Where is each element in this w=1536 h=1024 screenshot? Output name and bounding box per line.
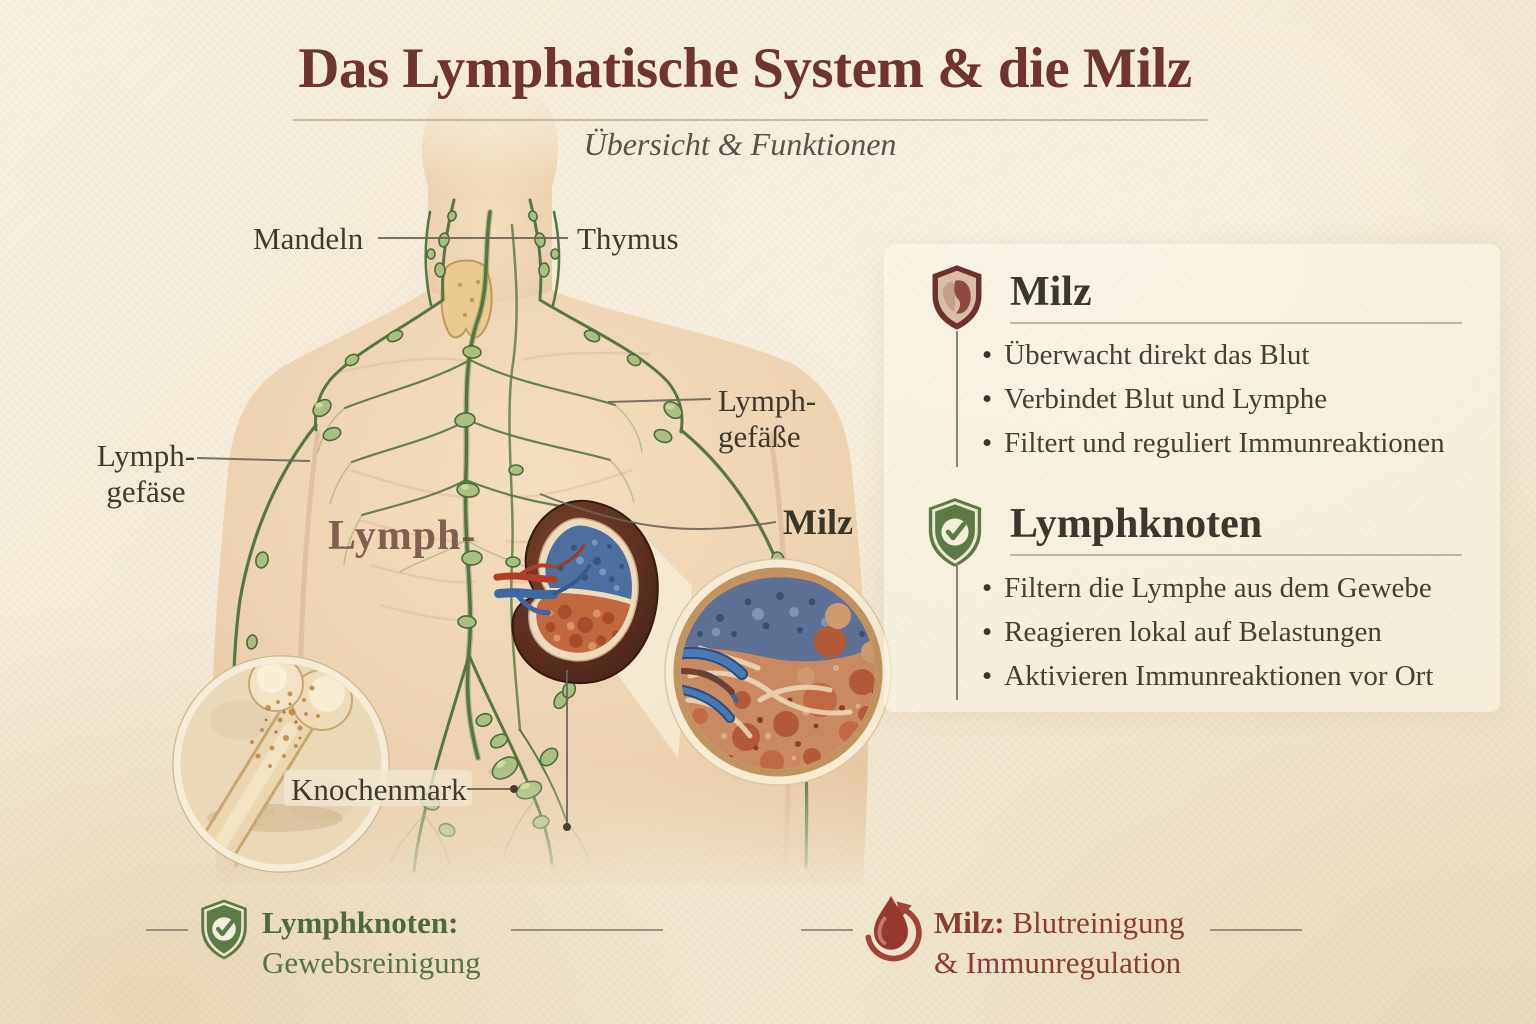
label-thymus: Thymus [577, 221, 679, 256]
leader-dot [510, 785, 518, 793]
bullet-item: Verbindet Blut und Lymphe [982, 377, 1445, 421]
label-lymph-ghost: Lymph- [328, 513, 477, 559]
footer-divider [1210, 929, 1302, 931]
footer-left-caption: Lymphknoten: Gewebsreinigung [262, 903, 481, 983]
bone-marrow-inset [172, 655, 390, 873]
footer-caption-line2: Gewebsreinigung [262, 945, 481, 980]
footer-caption-bold: Lymphknoten: [262, 905, 459, 940]
bullet-item: Reagieren lokal auf Belastungen [982, 610, 1433, 654]
bullet-item: Filtern die Lymphe aus dem Gewebe [982, 566, 1433, 610]
footer-caption-rest: Blutreinigung [1012, 905, 1185, 940]
label-line: Lymph- [718, 383, 817, 418]
check-shield-icon [928, 498, 982, 567]
section-divider [1010, 554, 1462, 556]
footer-caption-line2: & Immunregulation [934, 945, 1182, 980]
bullet-item: Filtert und reguliert Immunreaktionen [982, 421, 1445, 465]
leader-dot [563, 823, 571, 831]
label-band [284, 770, 472, 806]
label-milz: Milz [783, 502, 853, 542]
blood-drop-cycle-icon [865, 895, 922, 962]
spleen-shield-icon [932, 265, 982, 330]
lymphknoten-bullet-list: Filtern die Lymphe aus dem Gewebe Reagie… [956, 564, 1433, 700]
page-title: Das Lymphatische System & die Milz [298, 37, 1192, 100]
footer-right-caption: Milz: Blutreinigung & Immunregulation [934, 903, 1185, 983]
bullet-item: Aktivieren Immunreaktionen vor Ort [982, 654, 1433, 698]
label-line: gefäse [106, 474, 186, 509]
spleen-tissue-inset [664, 558, 892, 786]
section-divider [1010, 322, 1462, 324]
page-subtitle: Übersicht & Funktionen [583, 126, 897, 162]
label-line: Lymph- [96, 438, 196, 473]
section-title-lymphknoten: Lymphknoten [1010, 501, 1263, 547]
label-lymphgefaesse-right: Lymph- gefäße [718, 383, 816, 455]
bullet-item: Überwacht direkt das Blut [982, 333, 1445, 377]
spleen-organ [493, 499, 659, 685]
label-line: gefäße [718, 419, 801, 454]
label-mandeln: Mandeln [253, 221, 364, 256]
title-divider [293, 119, 1208, 121]
section-title-milz: Milz [1010, 269, 1092, 315]
footer-divider [511, 929, 663, 931]
milz-bullet-list: Überwacht direkt das Blut Verbindet Blut… [956, 331, 1445, 467]
footer-divider [146, 929, 188, 931]
lymphatic-network [221, 198, 819, 897]
footer-divider [801, 929, 853, 931]
label-knochenmark: Knochenmark [291, 772, 467, 807]
footer-caption-line1: Milz: Blutreinigung [934, 903, 1185, 943]
check-shield-icon [201, 899, 247, 960]
leader-lines [196, 237, 777, 824]
footer-caption-bold: Milz: [934, 905, 1005, 940]
label-lymphgefaesse-left: Lymph- gefäse [96, 438, 196, 510]
